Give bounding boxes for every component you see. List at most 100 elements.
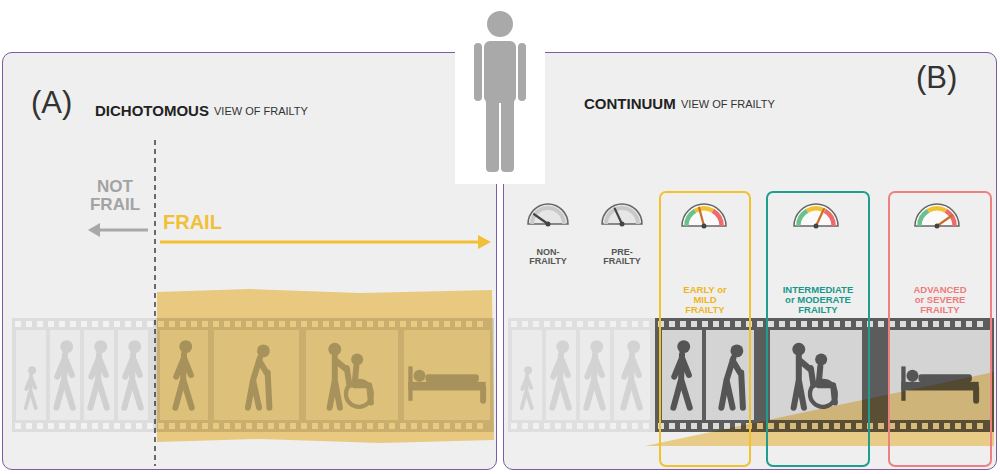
sprocket-hole (977, 321, 983, 327)
gauge-icon (528, 204, 568, 227)
person-icon (474, 11, 526, 172)
film-frame (84, 330, 114, 420)
sprocket-hole (768, 321, 774, 327)
gauge-hub (814, 224, 819, 229)
panel-heading: VIEW OF FRAILTY (214, 106, 308, 118)
sprocket-hole (911, 321, 917, 327)
sprocket-hole (577, 423, 583, 429)
stage-box: ADVANCED or SEVERE FRAILTY (888, 191, 992, 467)
gauge-band (917, 209, 929, 226)
sprocket-hole (103, 423, 109, 429)
sprocket-hole (735, 321, 741, 327)
gauge-body (794, 204, 838, 226)
sprocket-hole (834, 321, 840, 327)
sprocket-hole (114, 423, 120, 429)
sprocket-hole (790, 321, 796, 327)
sprocket-hole (533, 423, 539, 429)
sprocket-hole (845, 321, 851, 327)
sprocket-hole (26, 423, 32, 429)
stage-label: PRE-FRAILTY (600, 248, 644, 267)
film-frame (614, 330, 650, 420)
sprocket-hole (544, 423, 550, 429)
sprocket-hole (70, 321, 76, 327)
figure-stroke (794, 356, 814, 408)
sprocket-hole (856, 321, 862, 327)
person-torso (484, 41, 516, 103)
figure-stroke (721, 358, 743, 408)
sprocket-hole (632, 321, 638, 327)
sprocket-hole (702, 423, 708, 429)
sprocket-hole (48, 321, 54, 327)
sprocket-hole (643, 423, 649, 429)
sprocket-hole (922, 321, 928, 327)
sprocket-hole (823, 321, 829, 327)
sprocket-hole (136, 321, 142, 327)
gauge-needle (615, 209, 622, 224)
arrow-shaft (160, 241, 480, 244)
gauge-icon (915, 204, 959, 229)
sprocket-hole (555, 321, 561, 327)
sprocket-hole (125, 423, 131, 429)
film-frame (50, 330, 80, 420)
figure-stroke (552, 354, 568, 407)
gauge-hub (620, 222, 625, 227)
figure-head (60, 340, 73, 353)
film-band (508, 318, 655, 432)
person-arm (474, 43, 482, 101)
figure-head (590, 340, 603, 353)
sprocket-hole (544, 321, 550, 327)
arrow-shaft (98, 229, 148, 232)
sprocket-hole (81, 321, 87, 327)
sprocket-hole (900, 321, 906, 327)
gauge-body (682, 204, 726, 226)
walk-icon (26, 366, 36, 408)
film-strip (12, 318, 155, 432)
sprocket-hole (955, 321, 961, 327)
figure-stroke (586, 354, 602, 407)
figure-head (556, 340, 569, 353)
frail-highlight (157, 289, 494, 443)
figure-stroke (26, 375, 36, 408)
person-head (487, 11, 513, 37)
sprocket-hole (533, 321, 539, 327)
walk-icon (586, 340, 603, 408)
stage-label: EARLY or MILD FRAILTY (676, 285, 734, 315)
panel-letter: (A) (31, 87, 72, 120)
figure-stroke (673, 354, 689, 407)
gauge-body (528, 204, 568, 224)
film-frame (662, 330, 702, 420)
view-panel: CONTINUUMVIEW OF FRAILTY(B)EARLY or MILD… (503, 52, 997, 470)
sprocket-hole (680, 321, 686, 327)
sprocket-hole (15, 321, 21, 327)
figure-stroke (623, 354, 639, 407)
walk-icon (552, 340, 569, 408)
sprocket-hole (577, 321, 583, 327)
sprocket-hole (588, 423, 594, 429)
person-leg (501, 98, 514, 172)
sprocket-hole (757, 321, 763, 327)
sprocket-hole (48, 423, 54, 429)
figure-head (94, 340, 107, 353)
sprocket-hole (59, 321, 65, 327)
sprocket-hole (610, 321, 616, 327)
arrow-head (478, 235, 491, 249)
sprocket-hole (81, 423, 87, 429)
stage-label: INTERMEDIATE or MODERATE FRAILTY (778, 285, 858, 315)
figure-stroke (90, 354, 106, 407)
sprocket-hole (103, 321, 109, 327)
panel-fill (503, 52, 997, 470)
figure-head (627, 340, 640, 353)
sprocket-hole (724, 423, 730, 429)
stage-box: EARLY or MILD FRAILTY (659, 191, 751, 467)
sprocket-hole (26, 321, 32, 327)
category-label: NOT FRAIL (82, 178, 148, 214)
gauge-band (604, 206, 640, 224)
gauge-hub (546, 222, 551, 227)
threshold-line (154, 140, 155, 466)
sprocket-hole (566, 423, 572, 429)
gauge-body (915, 204, 959, 226)
